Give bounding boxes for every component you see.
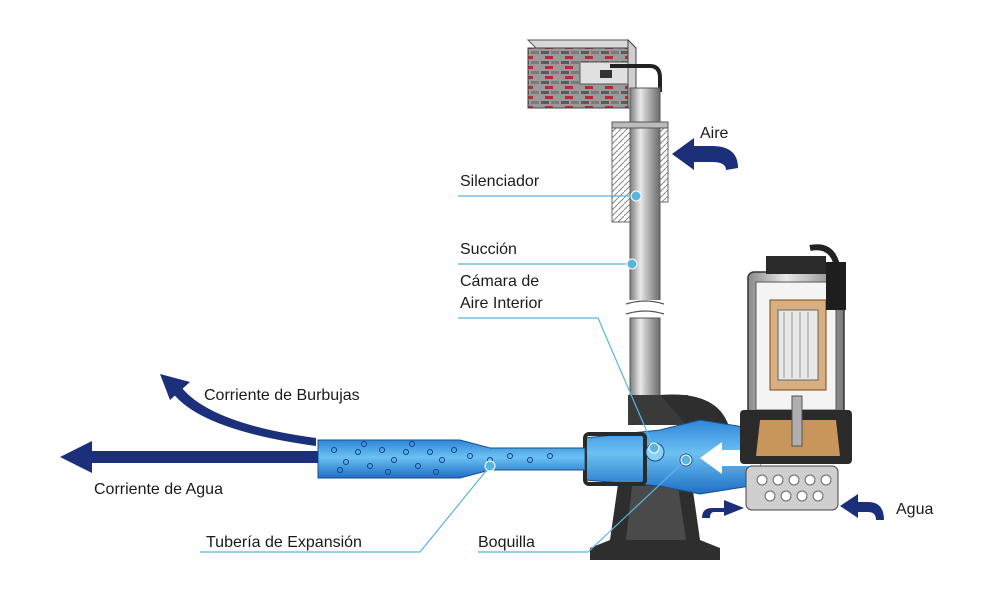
water-inlet-left-arrow <box>702 500 744 518</box>
expansion-pipe <box>317 439 586 479</box>
label-agua: Agua <box>896 501 934 518</box>
pump-motor <box>740 244 852 511</box>
leader-camara <box>458 317 655 449</box>
bubble-current-arrow <box>160 374 316 446</box>
air-inlet-arrow <box>672 138 738 170</box>
leader-lines <box>200 195 687 553</box>
water-inlet-right-arrow <box>840 494 884 520</box>
leader-tuberia <box>200 465 491 553</box>
leader-dots <box>484 190 692 472</box>
pump-water-channel <box>583 419 761 495</box>
label-corriente-agua: Corriente de Agua <box>94 481 223 498</box>
label-camara-line2: Aire Interior <box>460 295 543 312</box>
wall-block <box>526 38 662 109</box>
label-silenciador: Silenciador <box>460 173 540 190</box>
label-succion: Succión <box>460 241 517 258</box>
water-current-arrow <box>60 441 318 473</box>
label-corriente-burbujas: Corriente de Burbujas <box>204 387 360 404</box>
label-tuberia-expansion: Tubería de Expansión <box>206 534 362 551</box>
label-aire: Aire <box>700 125 729 142</box>
label-camara-line1: Cámara de <box>460 273 540 290</box>
leader-boquilla <box>478 459 687 553</box>
label-boquilla: Boquilla <box>478 534 535 551</box>
suction-pipe <box>611 87 669 401</box>
